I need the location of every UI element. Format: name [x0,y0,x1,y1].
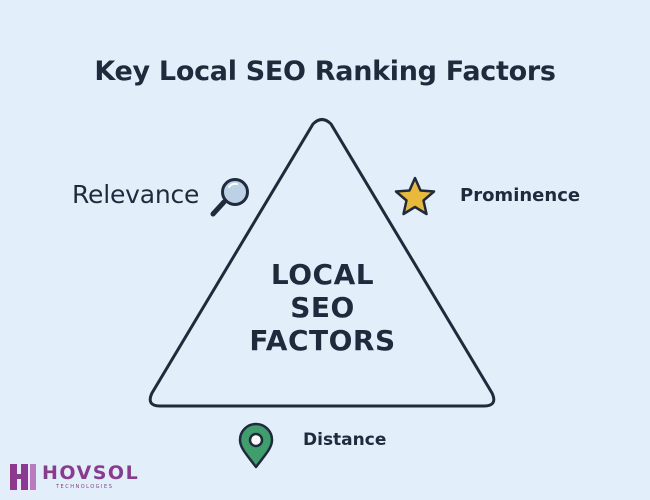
factor-relevance-label: Relevance [72,180,200,209]
factor-prominence-label: Prominence [460,185,581,206]
center-label: LOCAL SEO FACTORS [210,258,435,357]
company-logo: HOVSOL TECHNOLOGIES [8,462,138,494]
logo-name: HOVSOL [42,462,140,484]
location-pin-icon [238,422,274,469]
magnifying-glass-icon [210,178,249,217]
diagram-title: Key Local SEO Ranking Factors [94,56,556,87]
logo-mark-icon [10,464,36,490]
factor-distance-label: Distance [303,430,387,450]
logo-tagline: TECHNOLOGIES [56,484,114,490]
center-label-line-3: FACTORS [249,324,396,357]
star-icon [394,176,436,216]
triangle-shape [148,118,496,408]
center-label-line-2: SEO [290,291,355,324]
center-label-line-1: LOCAL [270,258,375,291]
